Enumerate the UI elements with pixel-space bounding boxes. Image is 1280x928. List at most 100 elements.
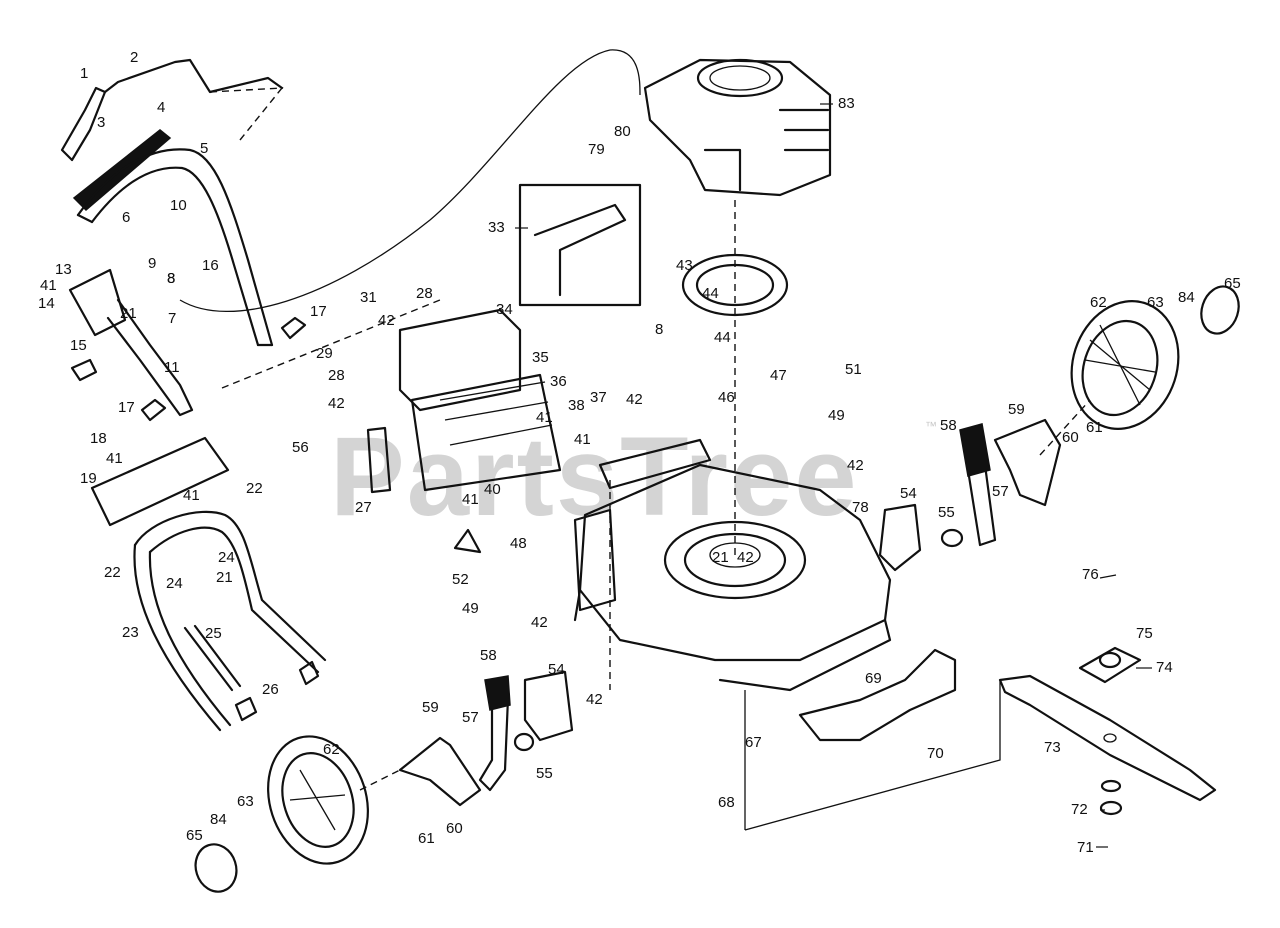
- callout-65a: 65: [1224, 275, 1241, 292]
- handle-bolt-25: [183, 624, 242, 692]
- cable-clip-17b: [140, 398, 167, 422]
- callout-84b: 84: [210, 811, 227, 828]
- callout-35: 35: [532, 349, 549, 366]
- wheel-62-right: [1070, 300, 1180, 430]
- callout-28b: 28: [328, 367, 345, 384]
- callout-69: 69: [865, 670, 882, 687]
- callout-36: 36: [550, 373, 567, 390]
- callout-41c: 41: [183, 487, 200, 504]
- callout-24a: 24: [166, 575, 183, 592]
- callout-41e: 41: [462, 491, 479, 508]
- callout-11: 11: [164, 359, 180, 376]
- callout-42c: 42: [626, 391, 643, 408]
- callout-34: 34: [496, 301, 513, 318]
- callout-9: 9: [148, 255, 156, 272]
- callout-73: 73: [1044, 739, 1061, 756]
- callout-56: 56: [292, 439, 309, 456]
- callout-16: 16: [202, 257, 219, 274]
- callout-21b: 21: [216, 569, 233, 586]
- callout-27: 27: [355, 499, 372, 516]
- callout-31: 31: [360, 289, 377, 306]
- callout-49b: 49: [462, 600, 479, 617]
- handle-bracket-13: [68, 268, 127, 337]
- handle-cover-19: [90, 436, 230, 527]
- upper-handle-panel-2: [103, 58, 284, 94]
- callout-80: 80: [614, 123, 631, 140]
- callout-7: 7: [168, 310, 176, 327]
- callout-78: 78: [852, 499, 869, 516]
- callout-15: 15: [70, 337, 87, 354]
- callout-65b: 65: [186, 827, 203, 844]
- handle-knob-15: [70, 358, 98, 382]
- callout-8: 8: [167, 270, 175, 287]
- callout-22b: 22: [104, 564, 121, 581]
- callout-42e: 42: [531, 614, 548, 631]
- callout-52: 52: [452, 571, 469, 588]
- upper-handle-5: [76, 148, 274, 347]
- lower-handle-23: [133, 510, 327, 732]
- callout-8b: 8: [167, 270, 175, 287]
- washer-45: [1100, 779, 1122, 793]
- deck-outline-line: [744, 680, 1001, 831]
- callout-17b: 17: [118, 399, 135, 416]
- callout-58b: 58: [480, 647, 497, 664]
- callout-19: 19: [80, 470, 97, 487]
- callout-62a: 62: [1090, 294, 1107, 311]
- engine-83: [643, 58, 832, 197]
- callout-44b: 44: [714, 329, 731, 346]
- callout-10: 10: [170, 197, 187, 214]
- callout-84a: 84: [1178, 289, 1195, 306]
- callout-42b: 42: [328, 395, 345, 412]
- height-lever-57-right: [966, 463, 997, 547]
- callout-55a: 55: [938, 504, 955, 521]
- callout-8a: 8: [655, 321, 663, 338]
- callout-68: 68: [718, 794, 735, 811]
- callout-79: 79: [588, 141, 605, 158]
- rear-baffle-34: [398, 308, 522, 412]
- callout-51: 51: [845, 361, 862, 378]
- callout-49a: 49: [828, 407, 845, 424]
- callout-59b: 59: [422, 699, 439, 716]
- callout-33: 33: [488, 219, 505, 236]
- callout-54b: 54: [548, 661, 565, 678]
- blade-73: [998, 674, 1217, 802]
- callout-41a: 41: [40, 277, 57, 294]
- wheel-bracket-59-right: [993, 418, 1062, 507]
- callout-17a: 17: [310, 303, 327, 320]
- callout-14: 14: [38, 295, 55, 312]
- callout-75: 75: [1136, 625, 1153, 642]
- callout-40: 40: [484, 481, 501, 498]
- callout-23: 23: [122, 624, 139, 641]
- callout-42d: 42: [847, 457, 864, 474]
- cable-clip-17a: [280, 316, 307, 340]
- callout-72: 72: [1071, 801, 1088, 818]
- callout-4: 4: [157, 99, 165, 116]
- callout-42f: 42: [586, 691, 603, 708]
- rear-panel-35: [410, 373, 562, 492]
- callout-28a: 28: [416, 285, 433, 302]
- guide-line-wheel-right: [1039, 399, 1091, 456]
- callout-60a: 60: [1062, 429, 1079, 446]
- callout-54a: 54: [900, 485, 917, 502]
- height-lever-57-left: [478, 696, 510, 792]
- callout-13: 13: [55, 261, 72, 278]
- callout-42a: 42: [378, 312, 395, 329]
- wheel-62-left: [267, 735, 369, 865]
- callout-41d: 41: [536, 409, 553, 426]
- wheel-bracket-54-right: [878, 503, 922, 572]
- callout-41f: 41: [574, 431, 591, 448]
- callout-61b: 61: [418, 830, 435, 847]
- watermark-trademark: ™: [925, 419, 937, 433]
- mulch-baffle-69: [798, 648, 957, 742]
- bushing-55-right: [940, 528, 964, 548]
- callout-26: 26: [262, 681, 279, 698]
- callout-21c: 21: [712, 549, 729, 566]
- callout-70: 70: [927, 745, 944, 762]
- callout-74: 74: [1156, 659, 1173, 676]
- callout-60b: 60: [446, 820, 463, 837]
- callout-57b: 57: [462, 709, 479, 726]
- callout-42g: 42: [737, 549, 754, 566]
- callout-46: 46: [718, 389, 735, 406]
- rear-flap-52: [453, 528, 482, 554]
- callout-63b: 63: [237, 793, 254, 810]
